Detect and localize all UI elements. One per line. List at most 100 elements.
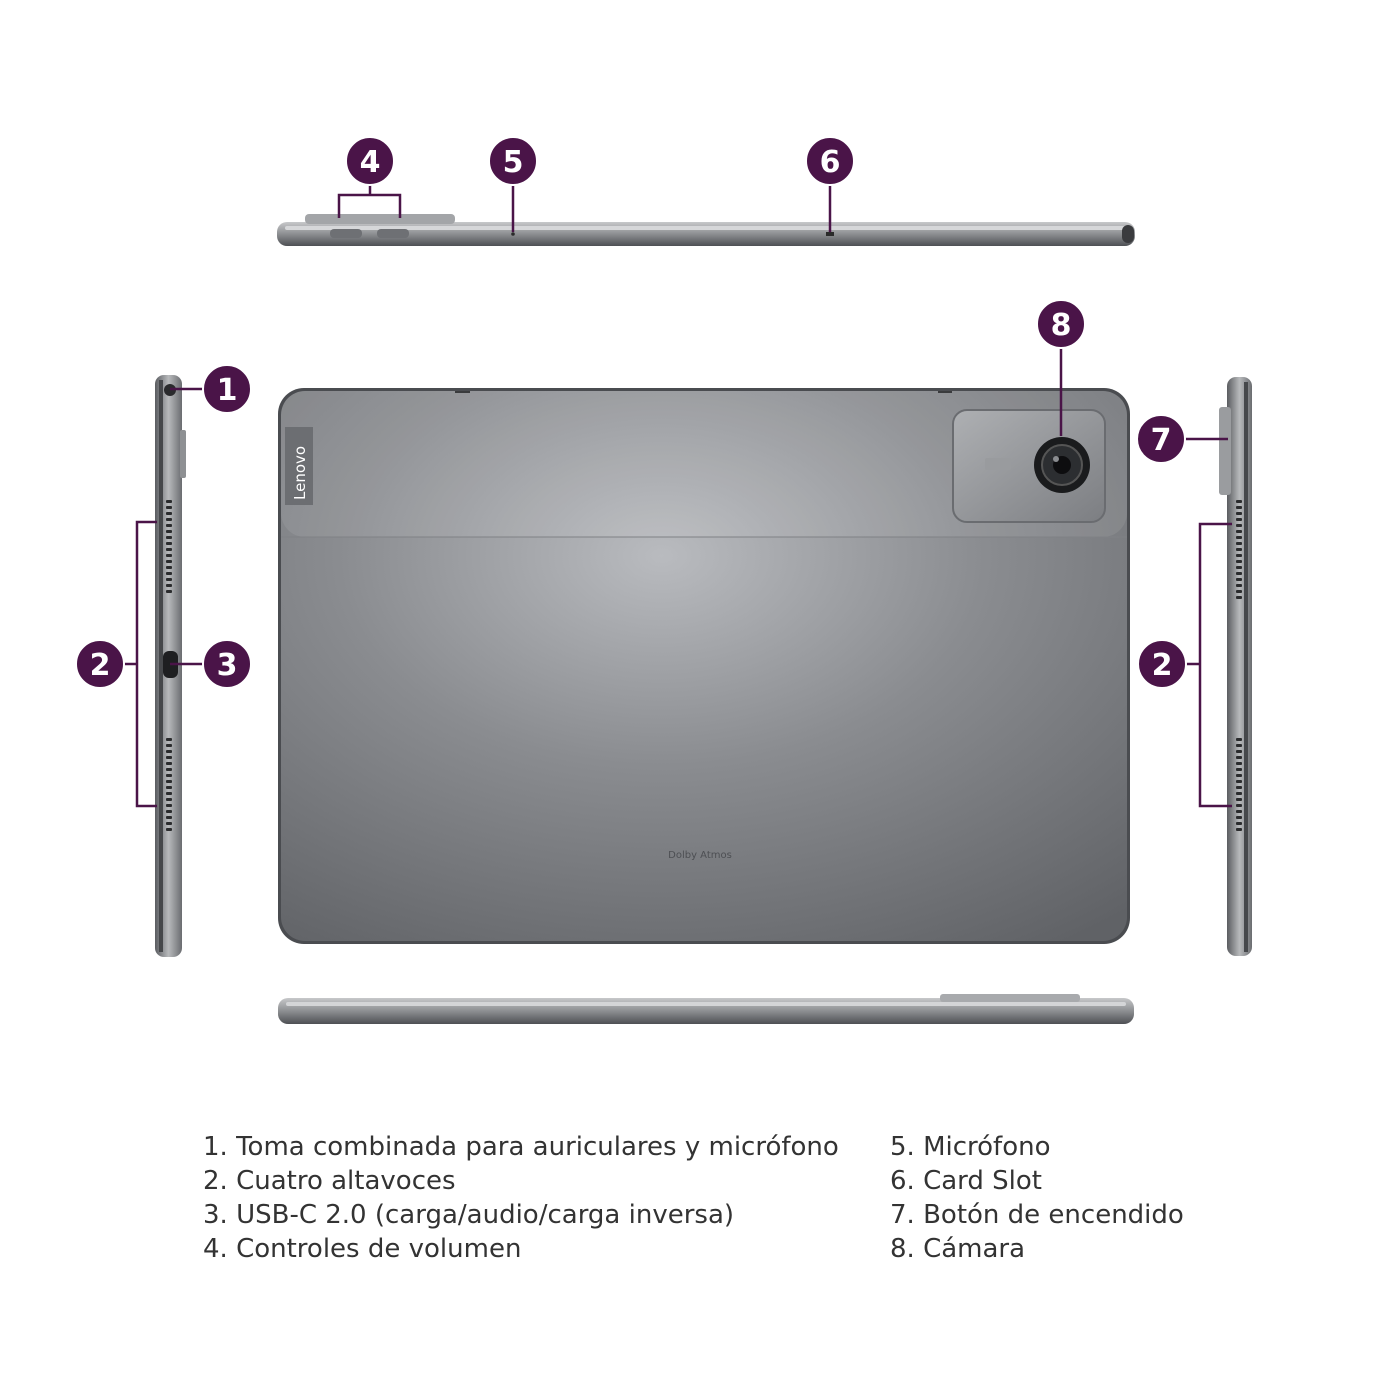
grille-slot [1236,756,1242,759]
grille-slot [1236,786,1242,789]
grille-slot [1236,768,1242,771]
bottom-edge-view [278,994,1134,1024]
svg-text:2: 2 [1152,648,1173,683]
microphone-hole [511,232,515,236]
grille-slot [166,572,172,575]
grille-slot [166,750,172,753]
grille-slot [166,774,172,777]
svg-text:5: 5 [503,145,524,180]
svg-text:7: 7 [1151,423,1172,458]
leader-lines [124,185,1232,808]
grille-slot [1236,554,1242,557]
legend-item: 1. Toma combinada para auriculares y mic… [203,1132,839,1162]
grille-slot [1236,518,1242,521]
grille-slot [1236,750,1242,753]
legend-item: 6. Card Slot [890,1166,1042,1196]
grille-slot [1236,506,1242,509]
power-button [1219,407,1231,495]
grille-slot [166,542,172,545]
grille-slot [166,804,172,807]
grille-slot [166,566,172,569]
callout-5: 5 [488,136,538,186]
grille-slot [1236,744,1242,747]
grille-slot [1236,530,1242,533]
svg-text:1: 1 [217,373,238,408]
svg-text:8: 8 [1051,308,1072,343]
svg-text:4: 4 [360,145,381,180]
svg-text:3: 3 [217,648,238,683]
right-side-view [1219,377,1252,956]
speaker-grille [166,738,172,831]
grille-slot [1236,524,1242,527]
callout-4: 4 [345,136,395,186]
callout-8: 8 [1036,299,1086,349]
callout-6: 6 [805,136,855,186]
speaker-grille [1236,500,1242,599]
grille-slot [1236,572,1242,575]
grille-slot [1236,780,1242,783]
grille-slot [166,792,172,795]
grille-slot [166,530,172,533]
grille-slot [1236,596,1242,599]
grille-slot [166,524,172,527]
dolby-badge: Dolby Atmos [668,850,732,861]
grille-slot [1236,584,1242,587]
volume-up-button [377,229,409,238]
callout-3: 3 [202,639,252,689]
callout-7: 7 [1136,414,1186,464]
grille-slot [1236,810,1242,813]
grille-slot [166,786,172,789]
grille-slot [166,780,172,783]
callout-2-right: 2 [1137,639,1187,689]
tablet-back-view: Lenovo Dolby Atmos [278,388,1130,944]
svg-text:6: 6 [820,145,841,180]
top-edge-view [277,214,1135,246]
grille-slot [1236,738,1242,741]
grille-slot [166,828,172,831]
grille-slot [166,578,172,581]
camera-bump-edge [305,214,455,224]
legend-item: 7. Botón de encendido [890,1200,1184,1230]
grille-slot [1236,804,1242,807]
grille-slot [166,518,172,521]
legend-item: 4. Controles de volumen [203,1234,522,1264]
grille-slot [1236,774,1242,777]
grille-slot [1236,828,1242,831]
grille-slot [166,512,172,515]
speaker-grille [1236,738,1242,831]
grille-slot [166,500,172,503]
grille-slot [166,744,172,747]
legend-item: 5. Micrófono [890,1132,1051,1162]
volume-down-button [330,229,362,238]
grille-slot [166,756,172,759]
grille-slot [1236,762,1242,765]
legend-left-column: 1. Toma combinada para auriculares y mic… [203,1130,839,1266]
grille-slot [166,762,172,765]
grille-slot [166,506,172,509]
grille-slot [166,768,172,771]
grille-slot [1236,792,1242,795]
svg-text:2: 2 [90,648,111,683]
grille-slot [1236,566,1242,569]
speaker-grille [166,500,172,593]
left-side-view [155,375,186,957]
grille-slot [166,554,172,557]
callout-2-left: 2 [75,639,125,689]
legend-item: 8. Cámara [890,1234,1026,1264]
grille-slot [1236,536,1242,539]
grille-slot [1236,542,1242,545]
grille-slot [166,584,172,587]
grille-slot [1236,816,1242,819]
lenovo-logo-plate [285,427,313,505]
legend-right-column: 5. Micrófono 6. Card Slot 7. Botón de en… [890,1130,1184,1266]
legend-item: 2. Cuatro altavoces [203,1166,456,1196]
grille-slot [166,590,172,593]
grille-slot [166,798,172,801]
grille-slot [166,738,172,741]
grille-slot [1236,590,1242,593]
grille-slot [1236,798,1242,801]
grille-slot [166,560,172,563]
card-slot [826,232,834,236]
grille-slot [1236,822,1242,825]
grille-slot [166,548,172,551]
